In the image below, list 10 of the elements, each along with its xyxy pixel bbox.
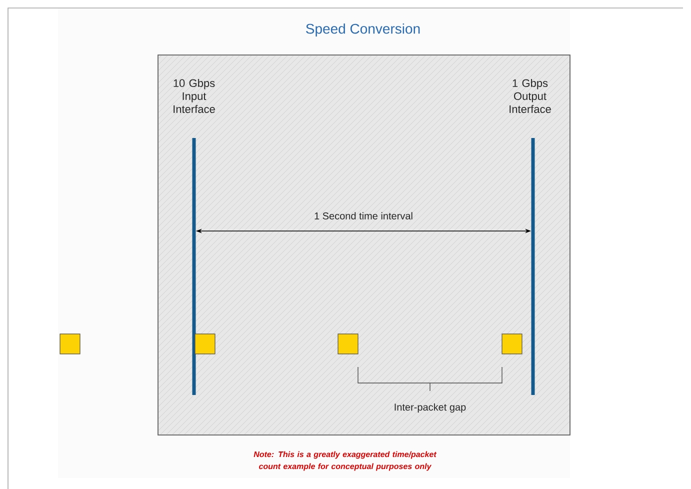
gap-label: Inter-packet gap [394,403,466,413]
interface-label: 10 Gbps Input Interface [174,78,215,114]
note: Note: This is a greatly exaggerated time/packet count example for conceptual purposes only [254,451,437,471]
packet-box [502,334,522,354]
packet-box [194,334,216,354]
title: Speed Conversion [306,23,420,36]
packet-box [338,334,358,354]
interface-label: 1 Gbps Output Interface [510,78,551,114]
hatched-box [158,54,570,436]
edge-label: 1 Second time interval [314,212,412,220]
